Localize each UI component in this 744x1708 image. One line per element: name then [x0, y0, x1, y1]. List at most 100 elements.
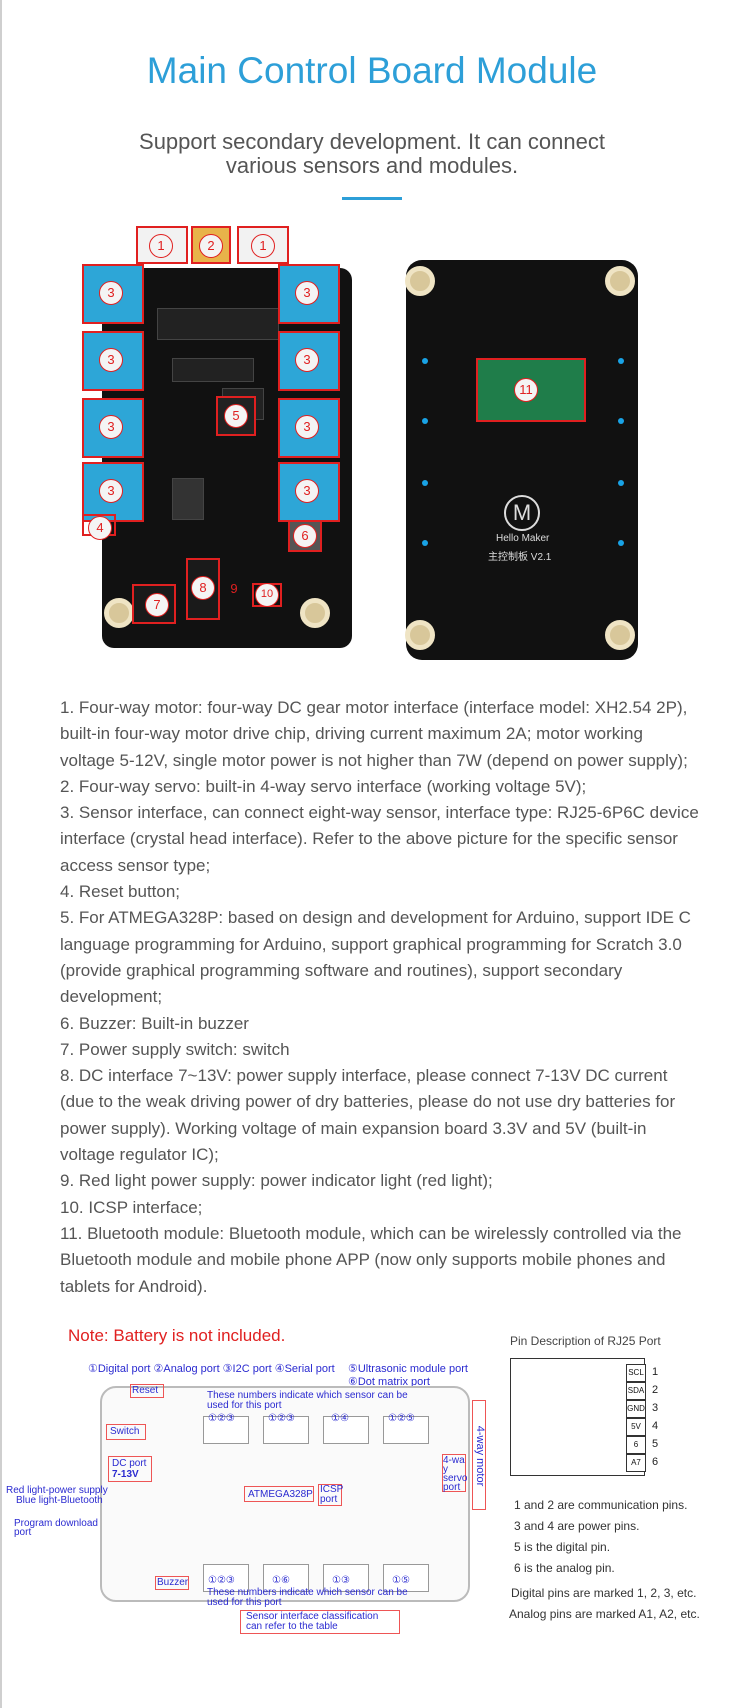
- badge-3: 3: [99, 479, 123, 503]
- rj25-pin-number: 6: [652, 1456, 659, 1468]
- rj25-note: 3 and 4 are power pins.: [514, 1519, 640, 1533]
- battery-note: Note: Battery is not included.: [68, 1326, 286, 1345]
- rj25-pin: 5V: [626, 1418, 646, 1436]
- subtitle-line-1: Support secondary development. It can co…: [139, 129, 605, 154]
- badge-3: 3: [99, 348, 123, 372]
- rj25-note: Digital pins are marked 1, 2, 3, etc.: [511, 1586, 697, 1600]
- atmega-label: ATMEGA328P: [248, 1489, 313, 1500]
- hello-maker-logo: M: [504, 495, 540, 531]
- badge-3: 3: [295, 348, 319, 372]
- buzzer-label: Buzzer: [157, 1577, 189, 1588]
- port-code-top: ①④: [331, 1413, 349, 1424]
- description-item: 9. Red light power supply: power indicat…: [60, 1171, 493, 1191]
- driver-chip: [172, 358, 254, 382]
- solder-pad: [618, 358, 624, 364]
- brand-text: Hello Maker: [496, 533, 550, 544]
- ultrasonic-legend: ⑤Ultrasonic module port: [348, 1363, 468, 1375]
- solder-pad: [618, 540, 624, 546]
- capacitor: [172, 478, 204, 520]
- subtitle-line-2: various sensors and modules.: [225, 153, 519, 178]
- servo-label-3: servo: [443, 1473, 468, 1484]
- rj25-pin-number: 5: [652, 1438, 659, 1450]
- reset-label-box: [130, 1384, 164, 1398]
- description-item: 2. Four-way servo: built-in 4-way servo …: [60, 776, 587, 796]
- rj25-diagram-box: [510, 1358, 645, 1476]
- classification-label-2: can refer to the table: [246, 1621, 338, 1632]
- rj25-pin-number: 2: [652, 1384, 659, 1396]
- port-code-bottom: ①⑤: [392, 1575, 410, 1586]
- classification-label-1: Sensor interface classification: [246, 1611, 379, 1622]
- solder-pad: [618, 480, 624, 486]
- badge-3: 3: [295, 281, 319, 305]
- back-board: [406, 260, 638, 660]
- numbers-note-top-2: used for this port: [207, 1400, 282, 1411]
- diagram-port: [323, 1416, 369, 1444]
- description-item: 5. For ATMEGA328P: based on design and d…: [60, 908, 691, 1007]
- mount-hole: [300, 598, 330, 628]
- classification-label-box: [240, 1610, 400, 1634]
- diagram-port: [383, 1564, 429, 1592]
- solder-pad: [422, 480, 428, 486]
- rj25-pin: GND: [626, 1400, 646, 1418]
- mount-hole: [605, 620, 635, 650]
- diagram-port: [383, 1416, 429, 1444]
- atmega-label-box: [244, 1486, 314, 1502]
- badge-5: 5: [224, 404, 248, 428]
- blue-light-label: Blue light-Bluetooth: [16, 1495, 103, 1506]
- rj25-pin: SCL: [626, 1364, 646, 1382]
- badge-2: 2: [199, 234, 223, 258]
- icsp-label-box: [318, 1484, 342, 1506]
- driver-chip: [157, 308, 279, 340]
- solder-pad: [422, 418, 428, 424]
- badge-7: 7: [145, 593, 169, 617]
- numbers-note-bottom-2: used for this port: [207, 1597, 282, 1608]
- rj25-note: 1 and 2 are communication pins.: [514, 1498, 688, 1512]
- title-divider: [342, 197, 402, 200]
- servo-label-box: [442, 1454, 466, 1492]
- icsp-label-2: port: [320, 1494, 338, 1505]
- diagram-port: [203, 1564, 249, 1592]
- description-item: 7. Power supply switch: switch: [60, 1039, 290, 1059]
- description-item: 8. DC interface 7~13V: power supply inte…: [60, 1066, 676, 1165]
- diagram-port: [263, 1416, 309, 1444]
- port-code-bottom: ①⑥: [272, 1575, 290, 1586]
- description-item: 4. Reset button;: [60, 882, 181, 902]
- mount-hole: [405, 266, 435, 296]
- page-frame-line: [0, 0, 2, 1708]
- dc-port-label-1: DC port: [112, 1458, 147, 1469]
- badge-3: 3: [295, 415, 319, 439]
- badge-3: 3: [295, 479, 319, 503]
- rj25-port: [82, 264, 144, 324]
- rj25-note: Analog pins are marked A1, A2, etc.: [509, 1607, 700, 1621]
- description-item: 3. Sensor interface, can connect eight-w…: [60, 803, 699, 875]
- diagram-port: [263, 1564, 309, 1592]
- dc-port-label-box: [108, 1456, 152, 1482]
- port-code-bottom: ①③: [332, 1575, 350, 1586]
- badge-4: 4: [88, 516, 112, 540]
- port-code-top: ①②⑤: [388, 1413, 415, 1424]
- badge-8: 8: [191, 576, 215, 600]
- motor-label: 4-way motor: [474, 1425, 486, 1487]
- front-board-photo: 1 2 1 3 3 3 3 3 3 3 3 4 5 6 7 8 9 10: [82, 226, 352, 668]
- rj25-port: [82, 462, 144, 522]
- numbers-note-bottom-1: These numbers indicate which sensor can …: [207, 1587, 408, 1598]
- badge-3: 3: [99, 281, 123, 305]
- rj25-title: Pin Description of RJ25 Port: [510, 1334, 661, 1348]
- diagram-port: [203, 1416, 249, 1444]
- motor-label-box: [472, 1400, 486, 1510]
- rj25-pin-number: 1: [652, 1366, 659, 1378]
- red-light-label: Red light-power supply: [6, 1485, 108, 1496]
- page-title: Main Control Board Module: [146, 50, 598, 91]
- solder-pad: [422, 540, 428, 546]
- rj25-note: 5 is the digital pin.: [514, 1540, 611, 1554]
- rj25-pin: 6: [626, 1436, 646, 1454]
- badge-6: 6: [293, 524, 317, 548]
- badge-1: 1: [251, 234, 275, 258]
- description-item: 10. ICSP interface;: [60, 1197, 203, 1217]
- servo-label-2: y: [443, 1464, 448, 1475]
- board-diagram: ①Digital port ②Analog port ③I2C port ④Se…: [0, 1356, 500, 1696]
- rj25-note: 6 is the analog pin.: [514, 1561, 615, 1575]
- rj25-pin-number: 4: [652, 1420, 659, 1432]
- mount-hole: [104, 598, 134, 628]
- solder-pad: [422, 358, 428, 364]
